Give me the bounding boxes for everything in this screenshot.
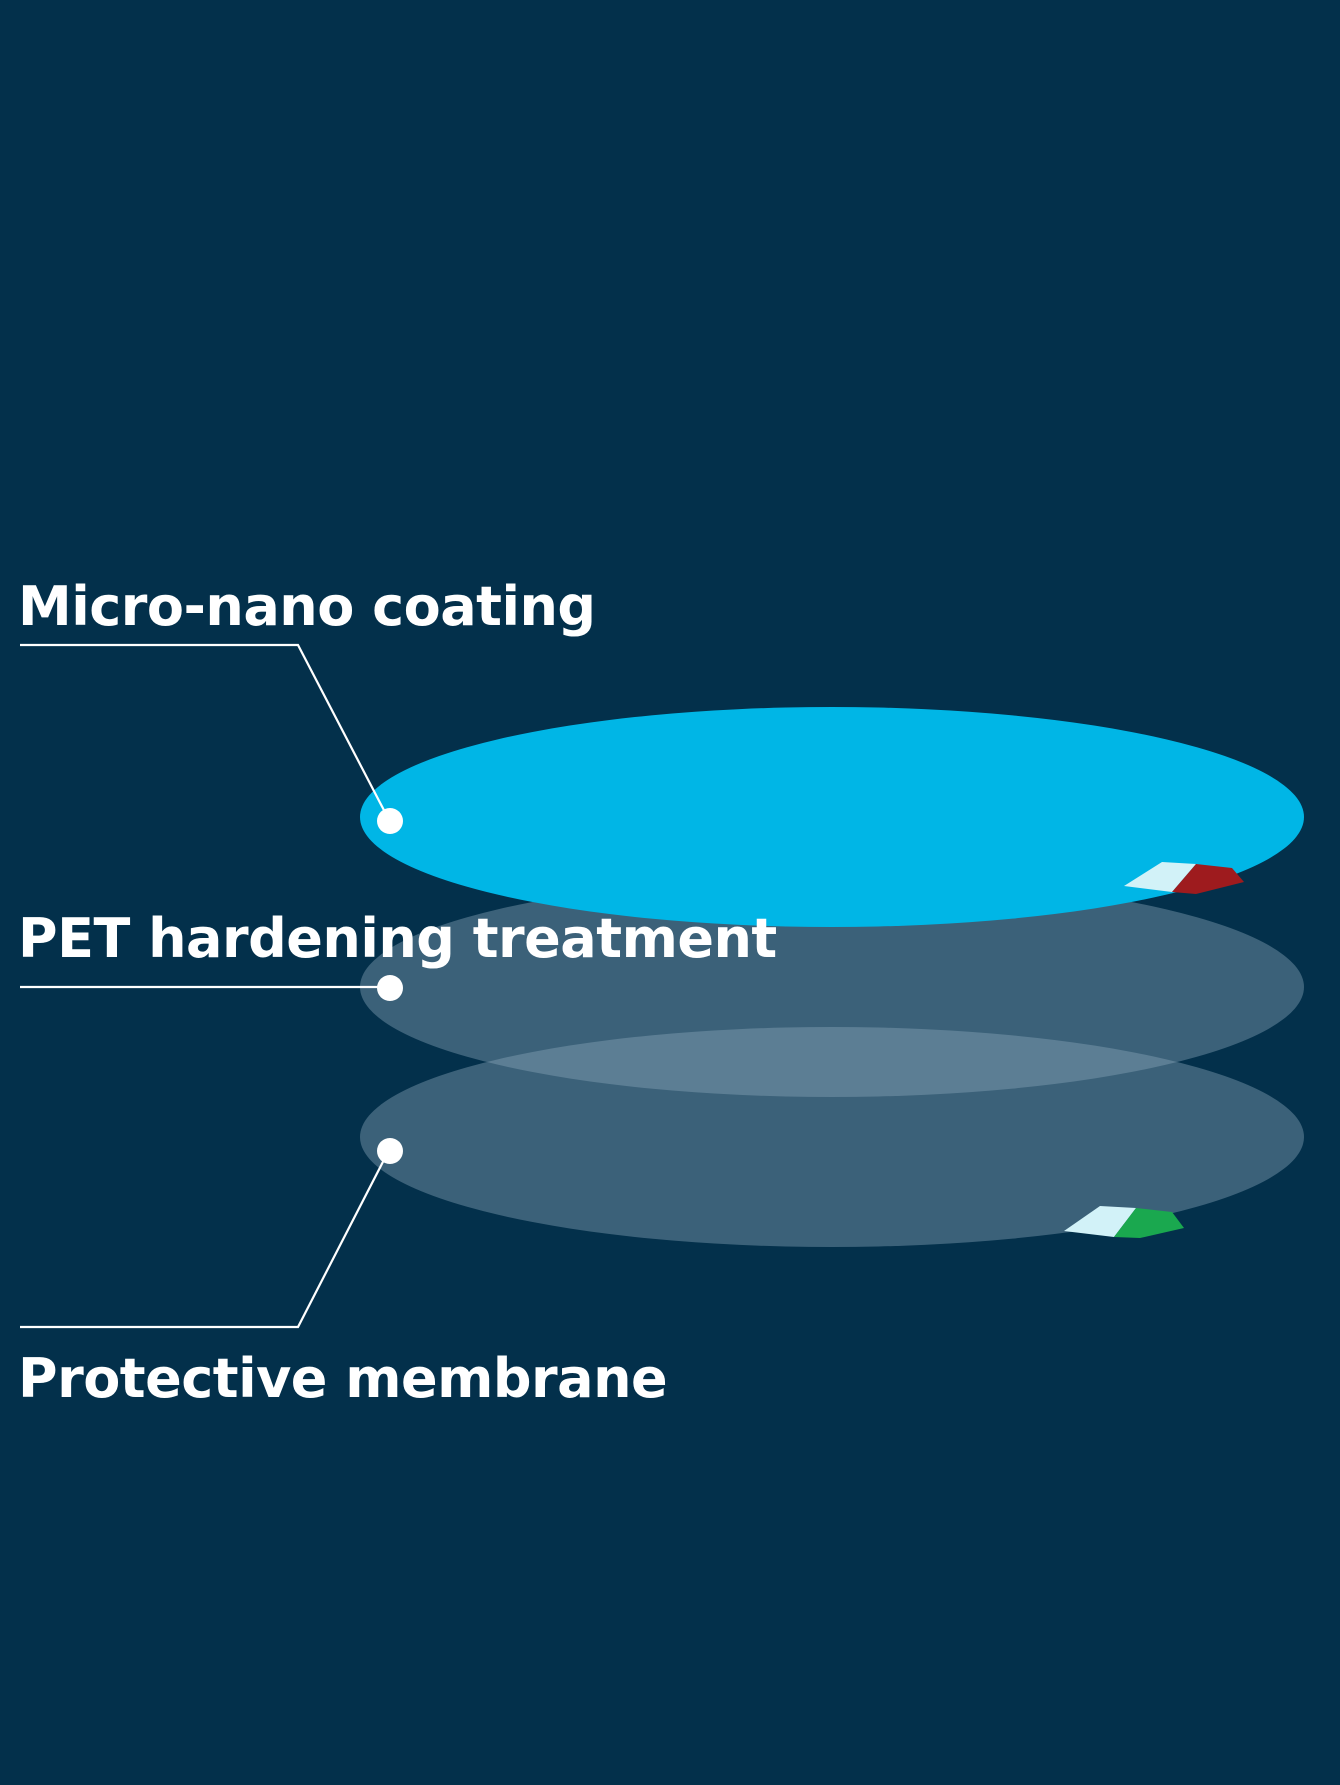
protective-membrane-leader-line — [20, 1151, 389, 1329]
micro-nano-coating-leader-line — [20, 643, 389, 819]
protective-membrane-light-tab — [1064, 1206, 1136, 1237]
protective-membrane-anchor-dot — [377, 1138, 403, 1164]
pet-hardening-treatment-label: PET hardening treatment — [18, 907, 777, 970]
protective-membrane-label: Protective membrane — [18, 1347, 668, 1410]
micro-nano-coating-anchor-dot — [377, 808, 403, 834]
pet-hardening-layer — [360, 877, 1304, 1097]
micro-nano-coating-light-tab — [1124, 862, 1196, 892]
micro-nano-coating-label: Micro-nano coating — [18, 575, 596, 638]
protective-membrane-layer — [360, 1027, 1304, 1247]
pet-hardening-anchor-dot — [377, 975, 403, 1001]
protective-membrane-green-tab — [1114, 1208, 1184, 1238]
micro-nano-coating-red-tab — [1172, 864, 1244, 894]
micro-nano-coating-layer — [360, 707, 1304, 927]
